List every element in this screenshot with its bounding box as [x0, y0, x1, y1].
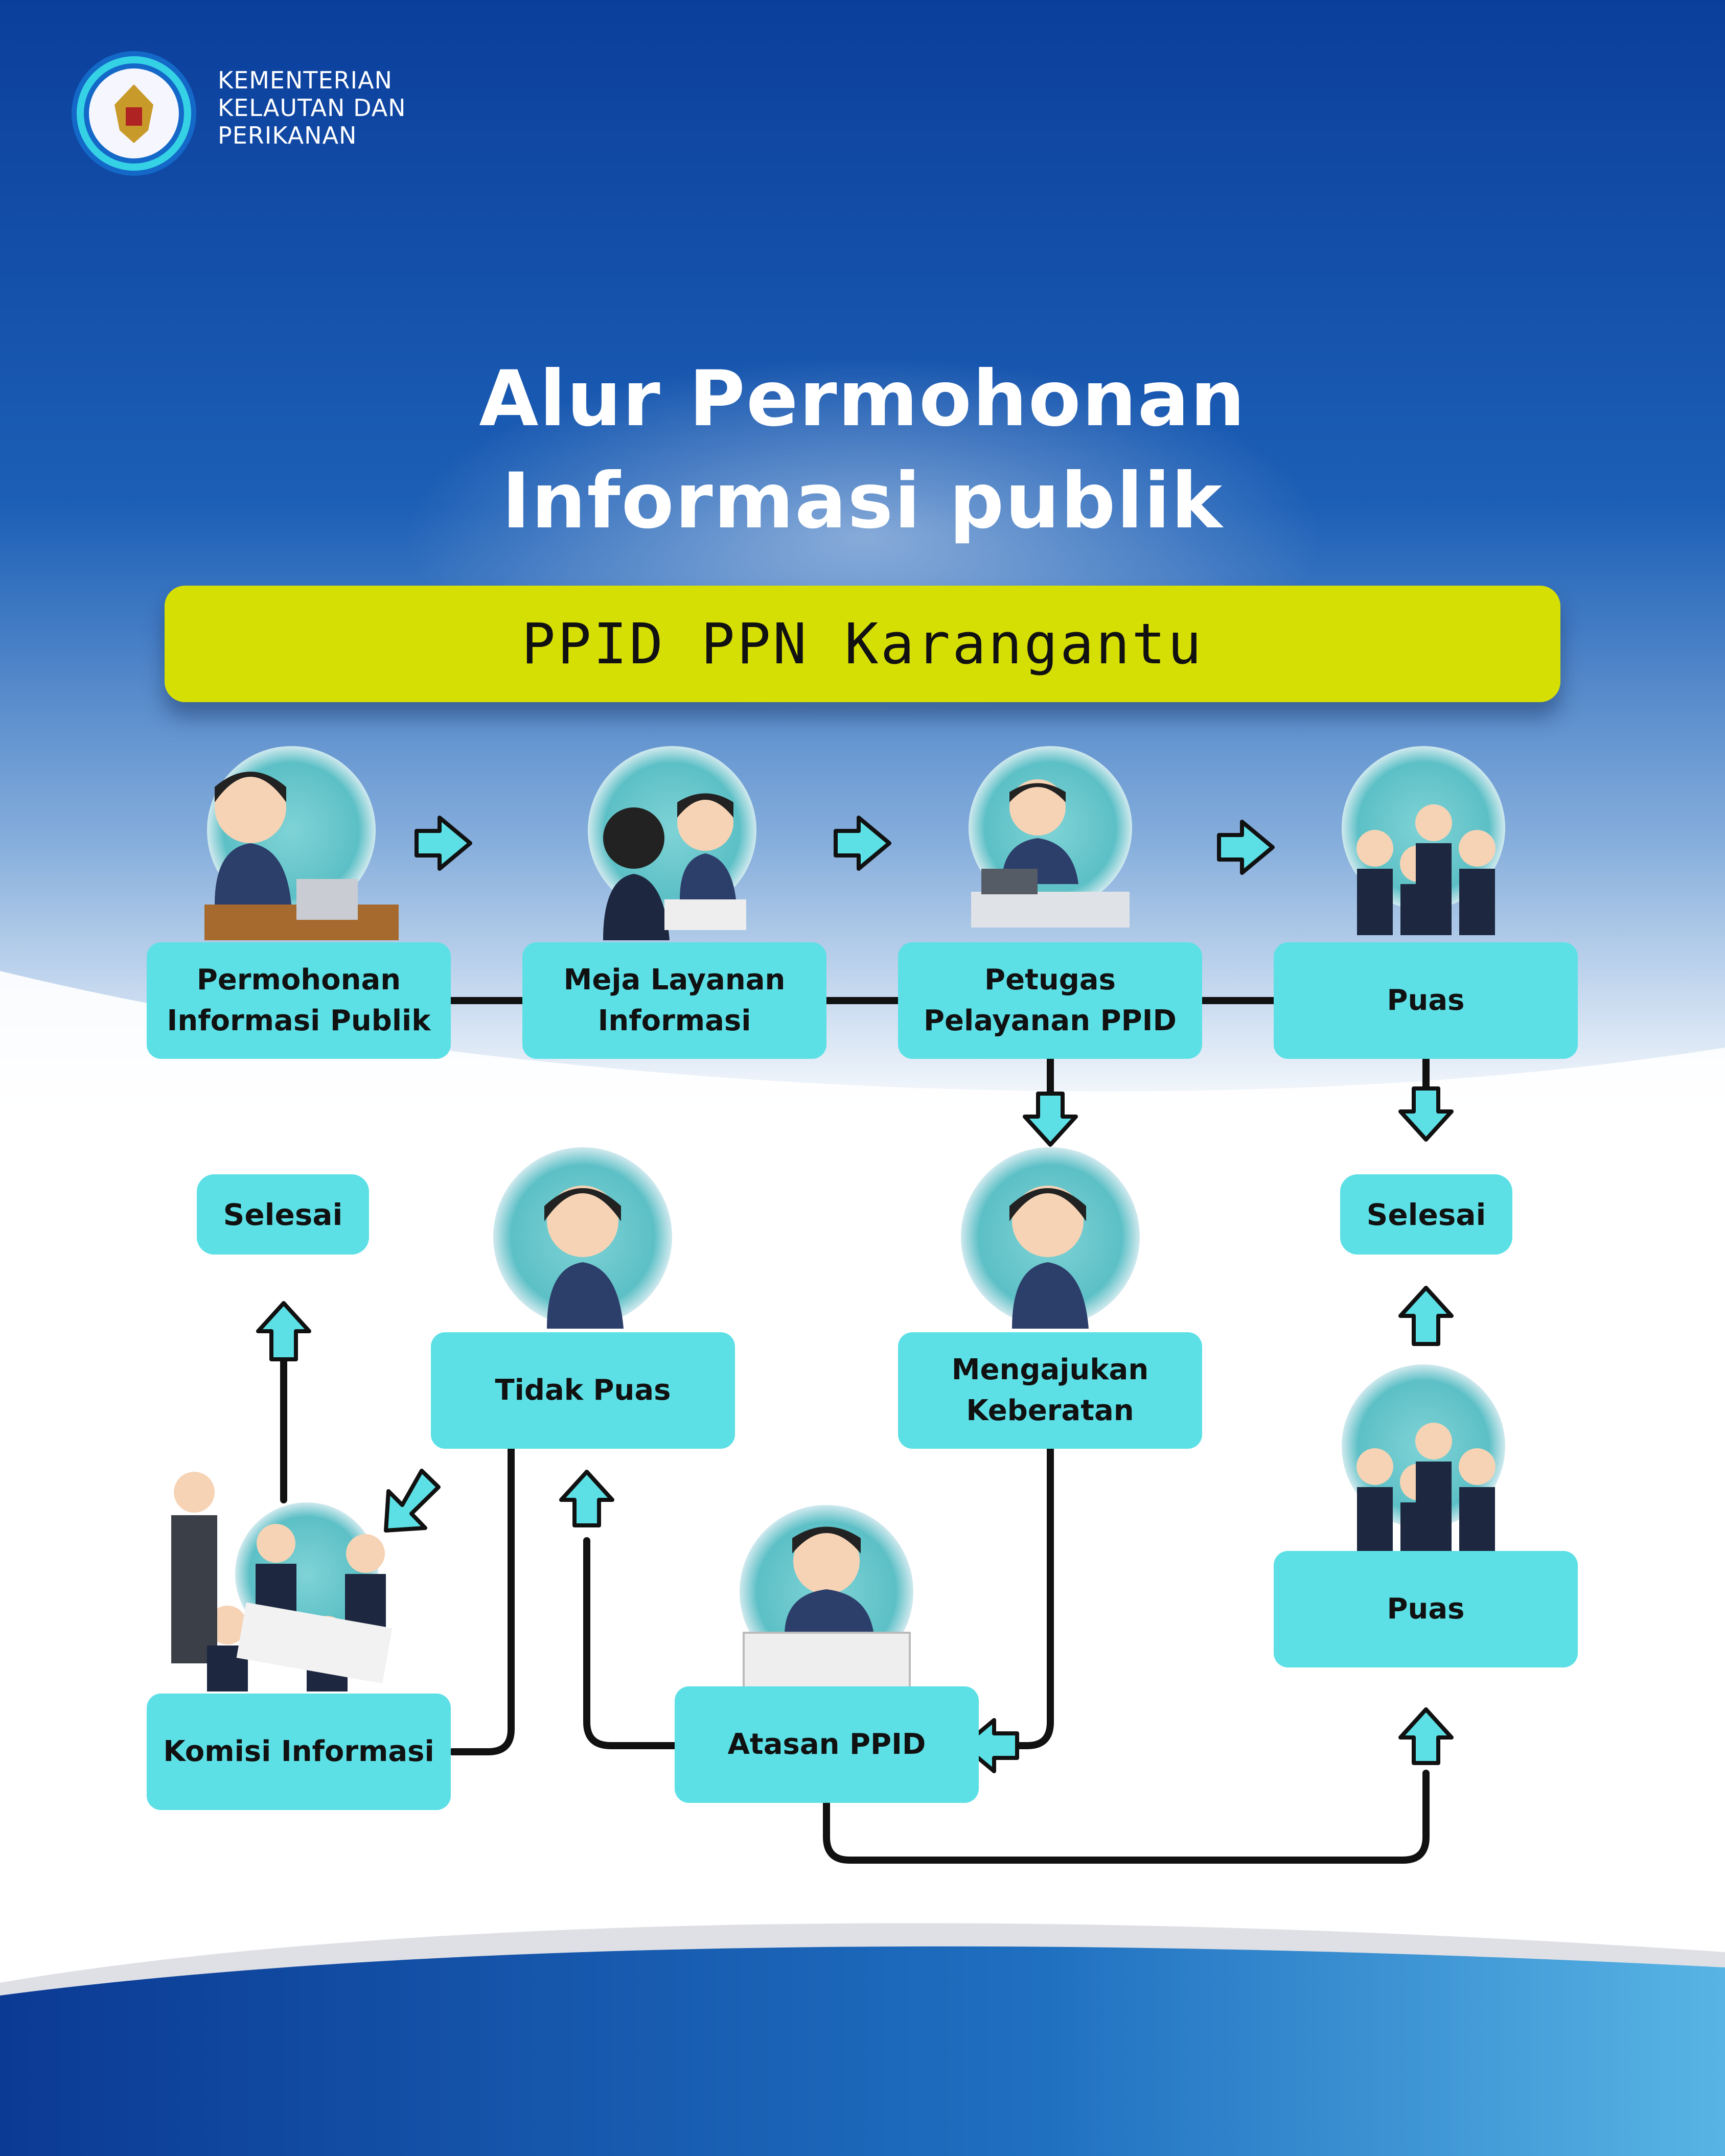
- officer-phone-illustration: [969, 746, 1132, 928]
- connector-atasan-puas: [823, 1770, 1430, 1864]
- node-meja-layanan-informasi: Meja Layanan Informasi: [522, 942, 826, 1059]
- arrow-right-2: [834, 816, 891, 871]
- arrow-up-puas-bottom: [1398, 1707, 1454, 1765]
- node-puas-bottom: Puas: [1274, 1551, 1578, 1667]
- banner-label: PPID PPN Karangantu: [521, 611, 1204, 677]
- happy-team-illustration-bottom: [1342, 1364, 1505, 1554]
- arrow-right-1: [415, 816, 472, 871]
- sad-person-illustration: [493, 1147, 672, 1329]
- person-laptop-illustration: [204, 746, 399, 940]
- node-puas-top: Puas: [1274, 942, 1578, 1059]
- node-atasan-ppid: Atasan PPID: [675, 1686, 979, 1803]
- page-title-line-2: Informasi publik: [501, 457, 1224, 546]
- meeting-illustration: [171, 1472, 393, 1691]
- organization-name: KEMENTERIAN KELAUTAN DAN PERIKANAN: [218, 66, 406, 149]
- organization-banner: PPID PPN Karangantu: [165, 586, 1560, 702]
- node-permohonan-informasi-publik: Permohonan Informasi Publik: [147, 942, 451, 1059]
- connector-atasan-tidakpuas: [583, 1537, 678, 1749]
- node-komisi-informasi: Komisi Informasi: [147, 1694, 451, 1810]
- node-mengajukan-keberatan: Mengajukan Keberatan: [898, 1332, 1202, 1449]
- arrow-up-tidakpuas: [559, 1470, 614, 1527]
- arrow-up-komisi-selesai: [256, 1301, 311, 1361]
- node-selesai-left: Selesai: [197, 1174, 369, 1255]
- thinking-person-illustration: [961, 1147, 1140, 1329]
- arrow-right-3: [1217, 820, 1275, 875]
- arrow-down-puas: [1398, 1086, 1454, 1142]
- service-desk-illustration: [588, 746, 756, 940]
- arrow-left-atasan: [961, 1718, 1019, 1773]
- arrow-diagonal-komisi: [384, 1469, 441, 1533]
- node-tidak-puas: Tidak Puas: [431, 1332, 735, 1449]
- page-title-line-1: Alur Permohonan: [479, 355, 1246, 444]
- arrow-down-petugas: [1023, 1092, 1078, 1147]
- connector-keberatan-atasan: [1011, 1445, 1054, 1749]
- node-petugas-pelayanan-ppid: Petugas Pelayanan PPID: [898, 942, 1202, 1059]
- arrow-up-puas-selesai: [1398, 1286, 1454, 1346]
- boss-desk-illustration: [740, 1505, 913, 1690]
- node-selesai-right: Selesai: [1340, 1174, 1512, 1255]
- connector-tidakpuas-komisi: [449, 1445, 515, 1755]
- happy-team-illustration-top: [1342, 746, 1505, 935]
- connector-lines: [280, 997, 1430, 1864]
